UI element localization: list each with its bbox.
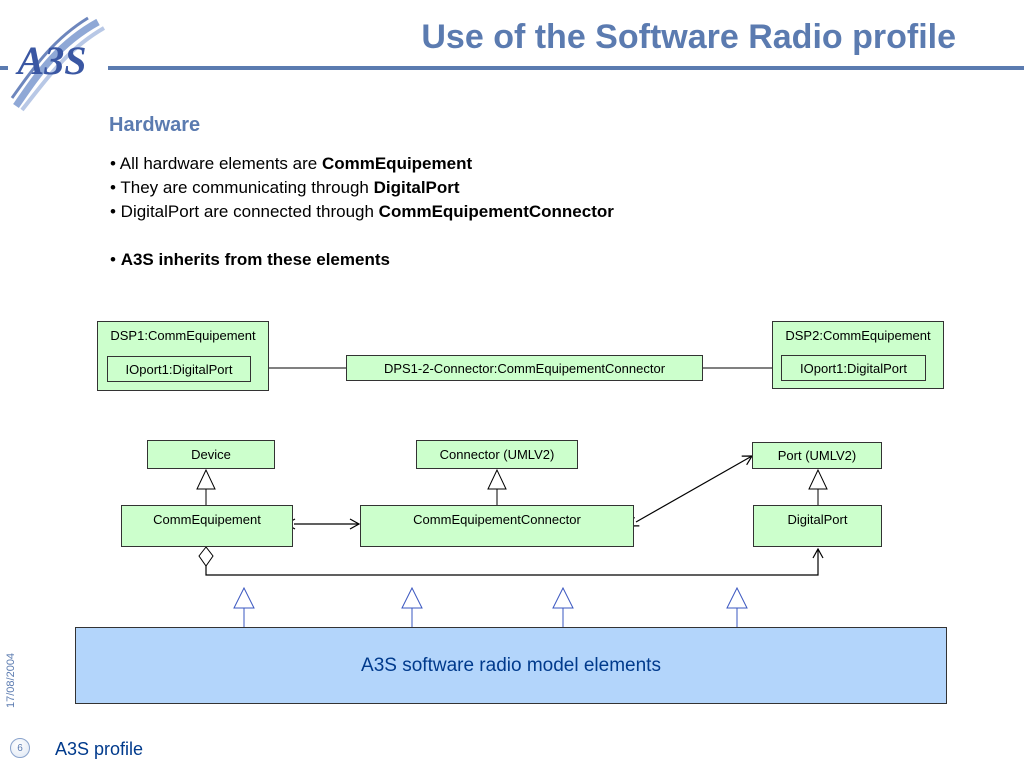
footer-date: 17/08/2004: [5, 652, 17, 708]
class-connector-umlv2: Connector (UMLV2): [416, 440, 578, 469]
dsp1-port-label: IOport1:DigitalPort: [125, 361, 233, 377]
generalization-a3s-4: [726, 586, 748, 627]
class-commequipement-label: CommEquipement: [153, 512, 261, 527]
class-device: Device: [147, 440, 275, 469]
generalization-commequipement-device: [196, 468, 216, 505]
class-commequipementconnector-label: CommEquipementConnector: [413, 512, 581, 527]
a3s-logo: A3S: [8, 14, 108, 114]
generalization-a3s-3: [552, 586, 574, 627]
generalization-port: [808, 468, 828, 505]
bullet-item: • A3S inherits from these elements: [110, 248, 614, 272]
bullet-emphasis: CommEquipement: [321, 154, 473, 173]
bullet-text: •: [110, 250, 121, 269]
generalization-a3s-1: [233, 586, 255, 627]
dsp1-label: DSP1:CommEquipement: [110, 328, 256, 343]
bullet-text: • They are communicating through: [110, 178, 374, 197]
class-digitalport-label: DigitalPort: [787, 512, 848, 527]
bullet-emphasis: DigitalPort: [373, 178, 460, 197]
bullet-list: • All hardware elements are CommEquipeme…: [110, 152, 614, 272]
bullet-item: • All hardware elements are CommEquipeme…: [110, 152, 614, 176]
association-connector-port: [627, 455, 754, 527]
bullet-emphasis: A3S inherits from these elements: [120, 250, 390, 269]
dsp2-port-label: IOport1:DigitalPort: [800, 360, 907, 376]
bullet-text: • All hardware elements are: [110, 154, 322, 173]
logo-text: A3S: [15, 38, 87, 83]
bullet-text: • DigitalPort are connected through: [110, 202, 379, 221]
a3s-model-elements-label: A3S software radio model elements: [361, 654, 661, 676]
bullet-item: • They are communicating through Digital…: [110, 176, 614, 200]
bullet-emphasis: CommEquipementConnector: [378, 202, 614, 221]
section-heading: Hardware: [109, 114, 201, 136]
logo-swoosh: [10, 16, 106, 112]
class-commequipement: CommEquipement: [121, 505, 293, 547]
class-port-umlv2: Port (UMLV2): [752, 442, 882, 469]
page-title: Use of the Software Radio profile: [421, 18, 956, 56]
generalization-connector: [487, 468, 507, 505]
class-port-umlv2-label: Port (UMLV2): [777, 448, 857, 463]
class-digitalport: DigitalPort: [753, 505, 882, 547]
dsp1-port: IOport1:DigitalPort: [107, 356, 251, 382]
page-number-badge: 6: [10, 738, 30, 758]
generalization-a3s-2: [401, 586, 423, 627]
dps1-2-connector: DPS1-2-Connector:CommEquipementConnector: [346, 355, 703, 381]
bullet-item: • DigitalPort are connected through Comm…: [110, 200, 614, 224]
aggregation-commequipement-digitalport: [198, 546, 824, 576]
class-device-label: Device: [191, 447, 231, 462]
footer-label: A3S profile: [55, 739, 144, 759]
a3s-model-elements-box: A3S software radio model elements: [75, 627, 947, 704]
class-commequipementconnector: CommEquipementConnector: [360, 505, 634, 547]
dsp2-port: IOport1:DigitalPort: [781, 355, 926, 381]
header-rule: [108, 66, 1024, 70]
dsp2-label: DSP2:CommEquipement: [785, 328, 931, 343]
connector-instance-label: DPS1-2-Connector:CommEquipementConnector: [383, 360, 666, 376]
class-connector-umlv2-label: Connector (UMLV2): [439, 447, 555, 462]
header-rule-left: [0, 66, 8, 70]
page-number: 6: [17, 742, 23, 754]
